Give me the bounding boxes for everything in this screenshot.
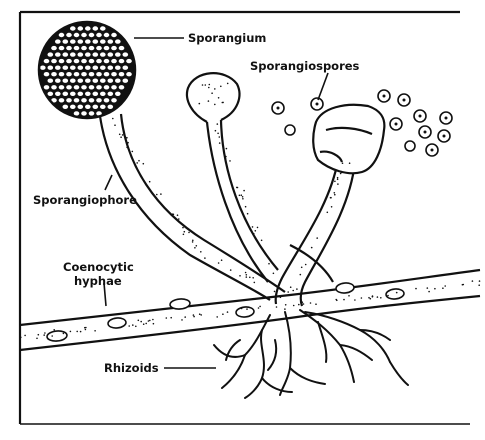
sporangium — [39, 22, 135, 118]
columella — [313, 105, 384, 173]
stolon-nuclei — [47, 282, 405, 342]
label-sporangium: Sporangium — [188, 31, 266, 45]
cytoplasm-dots — [20, 83, 480, 340]
label-sporangiospores: Sporangiospores — [250, 59, 360, 73]
label-hyphae: hyphae — [74, 274, 122, 288]
label-coenocytic: Coenocytic — [63, 260, 134, 274]
label-rhizoids: Rhizoids — [104, 361, 159, 375]
sporangiophore-middle — [187, 73, 278, 282]
label-sporangiophore: Sporangiophore — [33, 193, 137, 207]
